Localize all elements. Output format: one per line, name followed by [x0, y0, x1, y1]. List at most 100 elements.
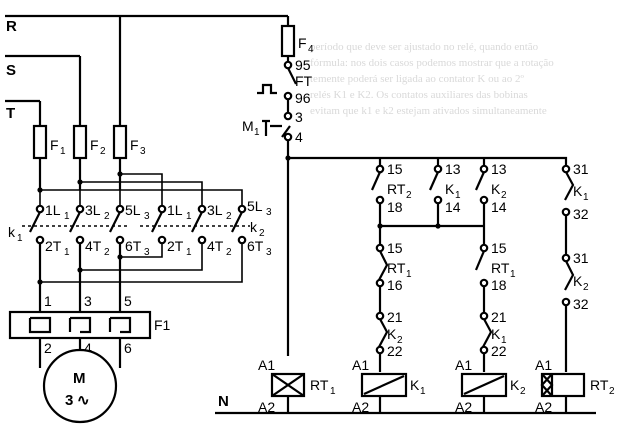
c3-top-label: K: [491, 181, 501, 197]
coil-rt2-label: RT: [590, 377, 609, 393]
c3-top-blade: [474, 171, 486, 191]
motor-circle: [42, 348, 118, 424]
k2-contact-blades: [151, 211, 243, 233]
m1-label: M: [242, 118, 254, 134]
k2-term-5l3-sub: 3: [266, 207, 272, 218]
m1-button-actuator: [262, 119, 282, 136]
k2-term-2t1-sub: 1: [186, 247, 192, 258]
m1-label-sub: 1: [254, 127, 260, 138]
coil-rt2-sub: 2: [609, 386, 615, 397]
k2-term-5l3: 5L: [247, 198, 263, 214]
k1-terminals-top: [35, 204, 125, 214]
fuse-f2-sub: 2: [100, 146, 106, 157]
c1-top-t1: 15: [387, 161, 403, 177]
ft-contact-blade: [287, 67, 297, 85]
c4-b-t2: 32: [573, 296, 589, 312]
c4-b-t1: 31: [573, 250, 589, 266]
k1-term-6t3-sub: 3: [144, 247, 150, 258]
junction-dots: [37, 171, 123, 285]
coil-rt2-a1: A1: [535, 357, 552, 373]
fuse-f4-body: [280, 24, 296, 58]
c1-top-label: RT: [387, 181, 406, 197]
ft-term-95: [283, 60, 293, 70]
c3-top-t1: 13: [491, 161, 507, 177]
k2-term-4t2: 4T: [207, 238, 224, 254]
k2-terminals-top: [157, 204, 247, 214]
c1-c2-junction: [377, 223, 383, 229]
m1-contact-blade: [281, 125, 291, 138]
coil-rt1-timer-mark: [271, 373, 305, 397]
c2-t1: 13: [445, 161, 461, 177]
c1-c3-label: K: [387, 326, 397, 342]
c3-c3-label: K: [491, 326, 501, 342]
control-circuit: F 4 95 FT 96 3 M 1 4 15 RT 2 18: [242, 16, 615, 415]
k2-term-1l1-sub: 1: [186, 211, 192, 222]
k2-term-6t3: 6T: [247, 238, 264, 254]
k2-terminals-bottom: [157, 235, 247, 245]
c1-c2-sub: 1: [406, 269, 412, 280]
k1-label-sub: 1: [17, 233, 23, 244]
k1-term-2t1-sub: 1: [64, 247, 70, 258]
fuse-f4-label: F: [298, 35, 307, 51]
k2-term-3l2: 3L: [207, 202, 223, 218]
c4-a-sub: 1: [583, 192, 589, 203]
k1-term-3l2: 3L: [85, 202, 101, 218]
fuse-f1-label: F: [50, 137, 59, 153]
c4-a-t2: 32: [573, 206, 589, 222]
coil-k2-a2: A2: [455, 399, 472, 415]
coil-k1-label: K: [410, 377, 420, 393]
coil-rt2: A1 RT 2 A2: [535, 357, 615, 415]
fuse-f3-sub: 3: [140, 146, 146, 157]
k1-terminals-bottom: [35, 235, 125, 245]
overload-term-top-5: 5: [124, 293, 132, 309]
ghost-line-4: relés K1 e K2. Os contatos auxiliares da…: [310, 89, 528, 101]
overload-term-top-1: 1: [44, 293, 52, 309]
line-r-label: R: [6, 18, 17, 35]
motor: M 3 ∿: [42, 348, 118, 424]
fuse-f3-body: [112, 124, 128, 160]
c4-b-sub: 2: [583, 282, 589, 293]
overload-label: F1: [154, 317, 171, 333]
k1-term-4t2-sub: 2: [104, 247, 110, 258]
c3-c3-t2: 22: [491, 343, 507, 359]
coil-k2-sub: 2: [520, 386, 526, 397]
c4-a-t1: 31: [573, 161, 589, 177]
c1-top-sub: 2: [406, 190, 412, 201]
k1-term-5l3: 5L: [125, 202, 141, 218]
c3-c3-blade: [482, 318, 493, 348]
k1-label: k: [8, 224, 16, 240]
ghost-line-3: temente poderá ser ligada ao contator K …: [310, 73, 524, 85]
coil-k1-sub: 1: [420, 386, 426, 397]
m1-term-3: [283, 111, 293, 121]
coil-rt1: A1 RT 1 A2: [258, 357, 336, 415]
c2-sub: 1: [455, 190, 461, 201]
fuse-f1-sub: 1: [60, 146, 66, 157]
supply-lines: R S T: [5, 14, 288, 125]
coil-k1: A1 K 1 A2: [352, 357, 426, 415]
ft-term-96-label: 96: [295, 90, 311, 106]
c3-c3-t1: 21: [491, 309, 507, 325]
ft-label: FT: [295, 73, 313, 89]
fuse-f4-sub: 4: [308, 44, 314, 55]
overload-relay: 1 3 5 2 4 6 F1: [8, 293, 171, 356]
c1-c3-t2: 22: [387, 343, 403, 359]
coil-rt1-a2: A2: [258, 399, 275, 415]
c1-c3-blade: [378, 318, 389, 348]
coil-rt2-a2: A2: [535, 399, 552, 415]
c1-c2-blade: [378, 250, 389, 281]
c1-c3-t1: 21: [387, 309, 403, 325]
motor-phase: 3: [65, 392, 73, 409]
overload-term-bottom-6: 6: [124, 340, 132, 356]
c1-c2-label: RT: [387, 260, 406, 276]
fuse-outputs: [38, 158, 122, 190]
k1-term-1l1-sub: 1: [64, 211, 70, 222]
motor-label: M: [73, 370, 86, 387]
c1-top-t2: 18: [387, 199, 403, 215]
c1-top-blade: [370, 171, 382, 191]
k1-term-2t1: 2T: [45, 238, 62, 254]
coil-k2-label: K: [510, 377, 520, 393]
fuse-f3-label: F: [130, 137, 139, 153]
coil-k1-a2: A2: [352, 399, 369, 415]
contactor-k2: 1L 1 3L 2 5L 3 2T 1 4T 2 6T 3 k 2: [140, 198, 272, 258]
c3-top-t2: 14: [491, 199, 507, 215]
